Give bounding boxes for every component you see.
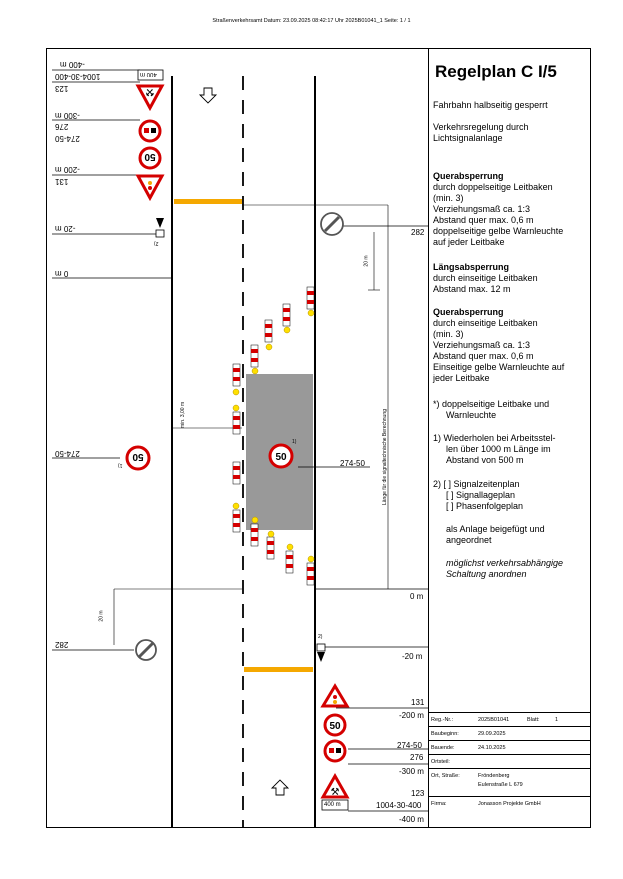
page-title: Regelplan C I/5 bbox=[435, 62, 557, 81]
section-querabsperrung-1: Querabsperrung durch doppelseitige Leitb… bbox=[433, 171, 564, 247]
sign-274-left-top: 50 bbox=[138, 146, 162, 170]
speed-text: 50 bbox=[144, 151, 156, 162]
panel-divider bbox=[428, 48, 429, 828]
section-querabsperrung-2: Querabsperrung durch einseitige Leitbake… bbox=[433, 307, 565, 383]
plate-400-right-text: 400 m bbox=[324, 802, 341, 808]
row-strasse: Ort, Straße: Fröndenberg Eulenstraße L 6… bbox=[429, 768, 590, 797]
stop-line-bottom bbox=[244, 667, 313, 672]
row-reg: Reg.-Nr.: 2025B01041 Blatt: 1 bbox=[429, 712, 590, 727]
label-274-left-middle: 274-50 bbox=[55, 449, 80, 458]
label-123-right: 123 bbox=[411, 789, 425, 798]
label-200m-left: -200 m bbox=[55, 165, 80, 174]
label-276-right: 276 bbox=[410, 753, 424, 762]
sign-276-left bbox=[138, 119, 162, 143]
section-laengsabsperrung: Längsabsperrung durch einseitige Leitbak… bbox=[433, 262, 538, 294]
svg-text:50: 50 bbox=[132, 451, 144, 462]
label-131-left: 131 bbox=[55, 177, 69, 186]
sign-276-right bbox=[323, 739, 347, 763]
sign-282-left bbox=[135, 639, 157, 661]
row-baubeginn: Baubeginn: 29.09.2025 bbox=[429, 726, 590, 741]
drawing-frame bbox=[46, 48, 591, 828]
label-20m-left: -20 m bbox=[55, 224, 76, 233]
label-274-right: 274-50 bbox=[397, 741, 422, 750]
label-131-right: 131 bbox=[411, 698, 425, 707]
label-276-left: 276 bbox=[55, 122, 69, 131]
row-ortsteil: Ortsteil: bbox=[429, 754, 590, 769]
plate-400-left bbox=[137, 69, 164, 81]
label-400m-left: -400 m bbox=[60, 60, 85, 69]
label-274-left-top: 274-50 bbox=[55, 134, 80, 143]
note-2-left: 2) bbox=[154, 240, 159, 246]
row-firma: Firma: Jonasson Projekte GmbH bbox=[429, 796, 590, 825]
arrow-down-icon bbox=[198, 87, 218, 104]
dim-min3-label: min. 3,00 m bbox=[180, 401, 186, 428]
page-header: Straßenverkehrsamt Datum: 23.09.2025 08:… bbox=[212, 18, 411, 24]
label-282-left: 282 bbox=[55, 640, 69, 649]
note-2: 2) [ ] Signalzeitenplan [ ] Signallagepl… bbox=[433, 479, 524, 511]
label-300m-left: -300 m bbox=[55, 111, 80, 120]
note-3: als Anlage beigefügt und angeordnet bbox=[446, 524, 545, 545]
svg-text:⚒: ⚒ bbox=[331, 787, 340, 798]
label-300m-right: -300 m bbox=[399, 767, 424, 776]
signal-left bbox=[155, 218, 165, 238]
label-200m-right: -200 m bbox=[399, 711, 424, 720]
sign-123-right: ⚒ bbox=[320, 772, 350, 799]
label-1004-right: 1004-30-400 bbox=[376, 801, 422, 810]
dim-20m-left-label: 20 m bbox=[98, 610, 105, 622]
note-2-right: 2) bbox=[318, 634, 323, 640]
intro-text: Fahrbahn halbseitig gesperrt Verkehrsreg… bbox=[433, 100, 548, 143]
sign-274-right: 50 bbox=[323, 713, 347, 737]
plate-400-left-text: 400 m bbox=[140, 71, 157, 77]
signal-right bbox=[316, 643, 326, 662]
svg-text:50: 50 bbox=[329, 721, 341, 732]
warning-lights bbox=[232, 309, 315, 563]
sign-123-left: ⚒ bbox=[135, 84, 165, 112]
note-1-left: 1) bbox=[118, 462, 123, 468]
plate-400-right bbox=[321, 799, 349, 811]
note-1: 1) Wiederholen bei Arbeitsstel- len über… bbox=[433, 433, 556, 465]
note-4: möglichst verkehrsabhängige Schaltung an… bbox=[446, 558, 564, 579]
label-400m-right: -400 m bbox=[399, 815, 424, 824]
dim-20m-right-label: 20 m bbox=[363, 255, 370, 267]
label-282-right: 282 bbox=[411, 228, 425, 237]
label-0m-left: 0 m bbox=[55, 269, 69, 278]
svg-text:50: 50 bbox=[275, 452, 287, 463]
sign-131-right bbox=[320, 683, 350, 708]
sign-274-left-middle: 50 bbox=[125, 445, 151, 471]
note-star: *) doppelseitige Leitbake und Warnleucht… bbox=[433, 399, 550, 420]
label-20m-right: -20 m bbox=[402, 652, 423, 661]
label-0m-right: 0 m bbox=[410, 592, 424, 601]
svg-text:⚒: ⚒ bbox=[145, 86, 154, 97]
label-274-work: 274-50 bbox=[340, 459, 365, 468]
dim-length-label: Länge für die signaltechnische Berechnun… bbox=[382, 409, 388, 505]
row-bauende: Bauende: 24.10.2025 bbox=[429, 740, 590, 755]
sign-282-right bbox=[320, 212, 344, 236]
label-1004-left: 1004-30-400 bbox=[55, 72, 101, 81]
stop-line-top bbox=[174, 199, 242, 204]
barriers bbox=[232, 286, 315, 586]
label-123-left: 123 bbox=[55, 84, 69, 93]
barrier-stripes bbox=[233, 291, 314, 580]
sign-131-left bbox=[135, 174, 165, 202]
note-1-work: 1) bbox=[292, 439, 297, 445]
sign-274-work: 50 bbox=[268, 443, 294, 469]
arrow-up-icon bbox=[270, 779, 290, 796]
